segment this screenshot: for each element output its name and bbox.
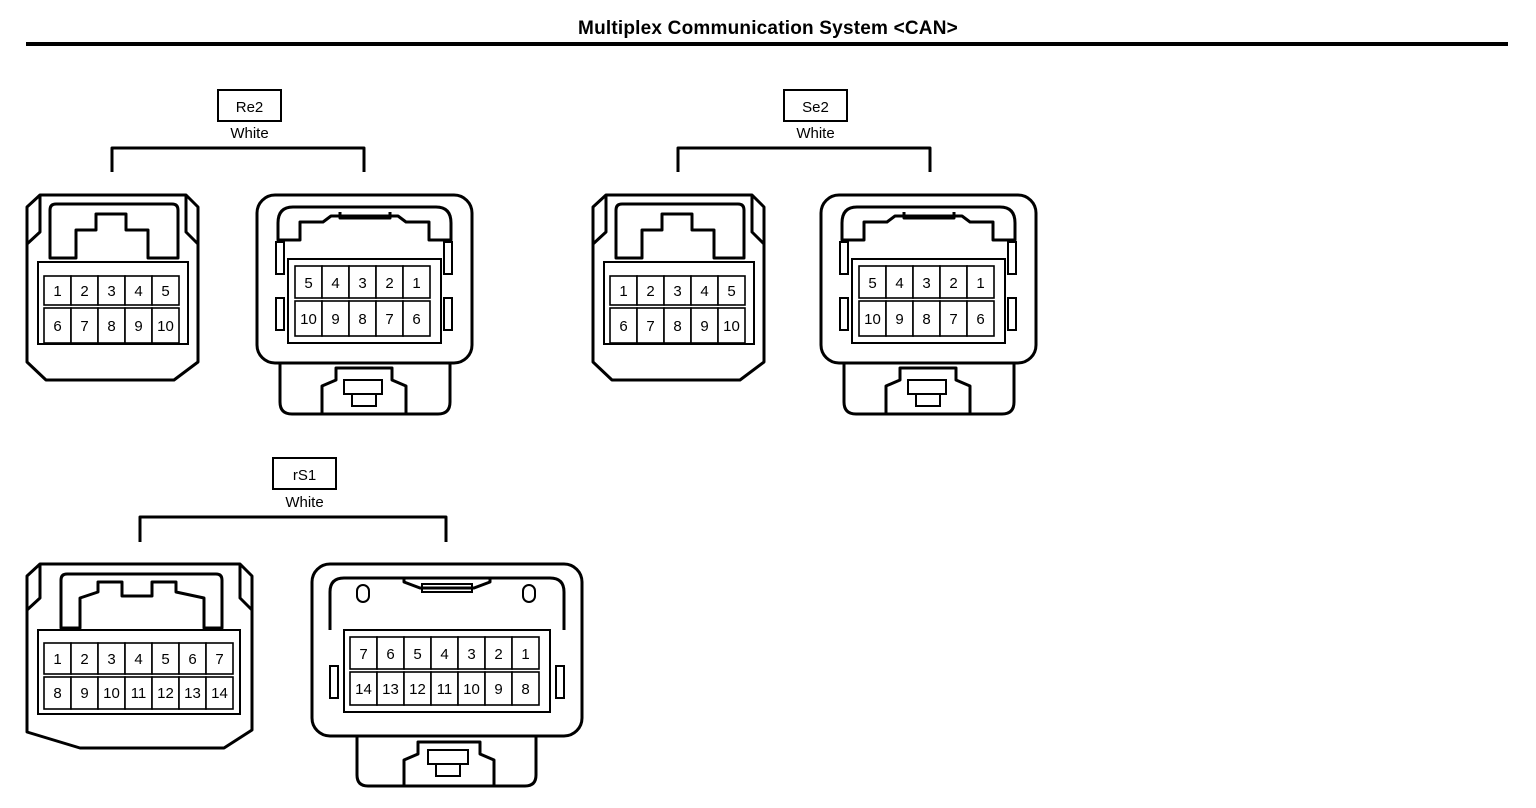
pin-number: 4 xyxy=(134,651,142,668)
female-pin-grid: 1 2 3 4 5 6 7 8 9 10 xyxy=(43,275,180,344)
connector-group-se2: Se2 White 1 2 3 4 5 6 7 xyxy=(591,89,1038,416)
pin-number: 4 xyxy=(700,283,708,300)
pin-number: 7 xyxy=(80,318,88,335)
pin-number: 7 xyxy=(949,311,957,328)
pin-number: 4 xyxy=(440,646,448,663)
pin-number: 11 xyxy=(437,681,453,698)
connector-code-label: Re2 xyxy=(236,99,264,116)
pin-number: 6 xyxy=(412,311,420,328)
pin-number: 7 xyxy=(646,318,654,335)
pin-number: 14 xyxy=(355,681,372,698)
pin-number: 1 xyxy=(53,651,61,668)
female-connector-housing xyxy=(591,193,766,382)
pin-number: 5 xyxy=(161,651,169,668)
pin-number: 9 xyxy=(494,681,502,698)
pin-number: 8 xyxy=(922,311,930,328)
title-rule xyxy=(26,42,1508,46)
male-connector-housing xyxy=(819,193,1038,416)
pin-number: 1 xyxy=(53,283,61,300)
pin-number: 6 xyxy=(619,318,627,335)
pin-number: 14 xyxy=(211,685,228,702)
pin-number: 8 xyxy=(673,318,681,335)
connector-color-label: White xyxy=(285,494,323,511)
page-title: Multiplex Communication System <CAN> xyxy=(578,18,958,39)
female-connector-housing xyxy=(25,562,254,750)
pin-number: 8 xyxy=(358,311,366,328)
pin-number: 2 xyxy=(80,651,88,668)
pin-number: 2 xyxy=(949,275,957,292)
male-connector-housing xyxy=(310,562,584,788)
connector-code-label: Se2 xyxy=(802,99,829,116)
pin-number: 2 xyxy=(385,275,393,292)
connector-bracket xyxy=(676,146,932,172)
pin-number: 5 xyxy=(868,275,876,292)
pin-number: 10 xyxy=(723,318,740,335)
pin-number: 4 xyxy=(134,283,142,300)
pin-number: 3 xyxy=(673,283,681,300)
pin-number: 1 xyxy=(412,275,420,292)
pin-number: 9 xyxy=(331,311,339,328)
female-connector-housing xyxy=(25,193,200,382)
pin-number: 8 xyxy=(53,685,61,702)
female-pin-grid: 1 2 3 4 5 6 7 8 9 10 xyxy=(609,275,746,344)
pin-number: 9 xyxy=(80,685,88,702)
connector-bracket xyxy=(110,146,366,172)
pin-number: 9 xyxy=(134,318,142,335)
connector-group-rs1: rS1 White 1 2 3 4 xyxy=(25,457,584,788)
connector-group-re2: Re2 White 1 2 3 4 5 6 7 xyxy=(25,89,474,416)
pin-number: 6 xyxy=(976,311,984,328)
pin-number: 9 xyxy=(895,311,903,328)
pin-number: 3 xyxy=(358,275,366,292)
pin-number: 5 xyxy=(304,275,312,292)
pin-number: 8 xyxy=(107,318,115,335)
pin-number: 10 xyxy=(103,685,120,702)
pin-number: 13 xyxy=(382,681,399,698)
pin-number: 8 xyxy=(521,681,529,698)
pin-number: 1 xyxy=(619,283,627,300)
pin-number: 7 xyxy=(359,646,367,663)
pin-number: 3 xyxy=(107,651,115,668)
pin-number: 13 xyxy=(184,685,201,702)
pin-number: 10 xyxy=(864,311,881,328)
male-connector-housing xyxy=(255,193,474,416)
connector-code-box xyxy=(783,89,848,122)
pin-number: 4 xyxy=(331,275,339,292)
connector-color-label: White xyxy=(796,125,834,142)
pin-number: 5 xyxy=(413,646,421,663)
pin-number: 2 xyxy=(494,646,502,663)
female-pin-grid: 1 2 3 4 5 6 7 8 9 10 11 12 13 14 xyxy=(43,642,234,710)
pin-number: 3 xyxy=(467,646,475,663)
pin-number: 6 xyxy=(188,651,196,668)
pin-number: 1 xyxy=(521,646,529,663)
pin-number: 1 xyxy=(976,275,984,292)
male-pin-grid: 5 4 3 2 1 10 9 8 7 6 xyxy=(858,265,995,337)
pin-number: 11 xyxy=(131,685,147,702)
connector-color-label: White xyxy=(230,125,268,142)
pin-number: 12 xyxy=(157,685,174,702)
connector-code-box xyxy=(272,457,337,490)
pin-number: 12 xyxy=(409,681,426,698)
male-pin-grid: 5 4 3 2 1 10 9 8 7 6 xyxy=(294,265,431,337)
pin-number: 3 xyxy=(922,275,930,292)
male-pin-grid: 7 6 5 4 3 2 1 14 13 12 11 10 9 8 xyxy=(349,636,540,706)
pin-number: 10 xyxy=(157,318,174,335)
pin-number: 10 xyxy=(300,311,317,328)
connector-bracket xyxy=(138,515,448,542)
pin-number: 7 xyxy=(385,311,393,328)
pin-number: 5 xyxy=(727,283,735,300)
pin-number: 2 xyxy=(646,283,654,300)
connector-code-box xyxy=(217,89,282,122)
pin-number: 10 xyxy=(463,681,480,698)
pin-number: 4 xyxy=(895,275,903,292)
pin-number: 7 xyxy=(215,651,223,668)
connector-code-label: rS1 xyxy=(293,467,316,484)
pin-number: 9 xyxy=(700,318,708,335)
pin-number: 6 xyxy=(386,646,394,663)
pin-number: 3 xyxy=(107,283,115,300)
pin-number: 5 xyxy=(161,283,169,300)
pin-number: 2 xyxy=(80,283,88,300)
pin-number: 6 xyxy=(53,318,61,335)
